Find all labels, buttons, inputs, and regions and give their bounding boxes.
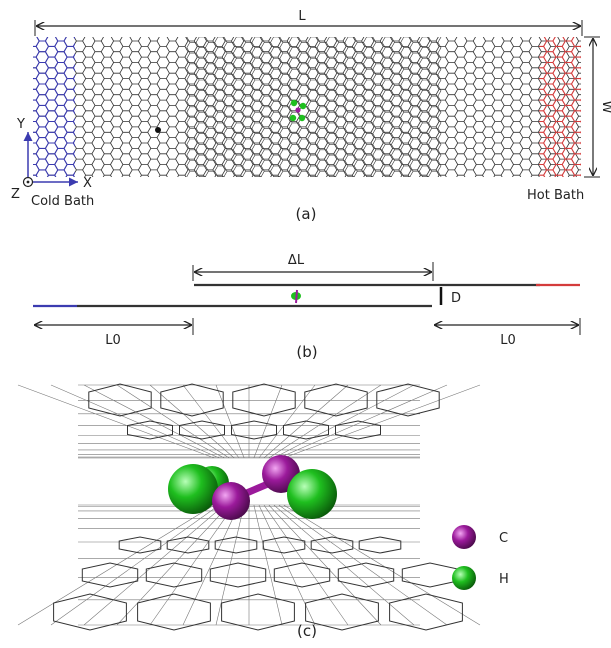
marker-dot (155, 127, 161, 133)
top-graphene-perspective (17, 383, 481, 459)
molecule-top-view (289, 99, 307, 122)
hexagon-cells (539, 37, 581, 177)
bottom-graphene-perspective (17, 504, 481, 631)
panel-b: ΔL D L0 L0 (b) (33, 253, 581, 361)
hexagon-outlines (118, 536, 402, 554)
length-label: L (298, 9, 306, 24)
carbon-atom (212, 482, 250, 520)
axis-z-label: Z (11, 187, 20, 202)
legend-hydrogen-swatch (452, 566, 476, 590)
gap-label: D (451, 291, 461, 306)
hexagon-outlines (127, 420, 381, 440)
cold-bath-label: Cold Bath (31, 194, 94, 209)
hydrogen-atom (168, 464, 218, 514)
hydrogen-atom-top (298, 114, 306, 122)
hot-bath-region (539, 37, 581, 177)
legend-item-hydrogen: H (452, 566, 509, 590)
legend-carbon-label: C (499, 531, 508, 546)
graphene-ribbon-top-view (33, 37, 581, 177)
acetylene-molecule-3d (168, 455, 337, 520)
hexagon-outlines (88, 383, 440, 417)
width-label: W (599, 101, 611, 114)
axis-y-label: Y (16, 117, 25, 132)
left-lead-label: L0 (105, 333, 121, 348)
overlap-region-lattice (186, 37, 442, 177)
hexagon-cells (33, 37, 75, 177)
legend: C H (452, 525, 509, 590)
panel-a-label: (a) (296, 205, 317, 223)
panel-b-label: (b) (296, 343, 317, 361)
z-axis-dot (26, 180, 30, 184)
axis-x-label: X (83, 176, 92, 191)
hydrogen-atom-top (289, 114, 297, 122)
graphene-lattice (33, 37, 581, 177)
legend-hydrogen-label: H (499, 572, 509, 587)
delta-length-label: ΔL (288, 253, 305, 268)
hexagon-cells (33, 37, 581, 177)
panel-c: C H (c) (17, 383, 509, 640)
legend-item-carbon: C (452, 525, 508, 549)
panel-c-label: (c) (297, 622, 317, 640)
molecule-bond-side (295, 289, 298, 304)
hot-bath-label: Hot Bath (527, 188, 584, 203)
panel-a: L W Y X Z (11, 9, 611, 223)
right-lead-label: L0 (500, 333, 516, 348)
molecule-side-view (291, 289, 301, 304)
hydrogen-atom-top (290, 99, 298, 107)
hydrogen-atom-top (299, 102, 307, 110)
coordinate-axes: Y X Z (11, 117, 92, 202)
hexagon-outlines (81, 562, 459, 588)
perspective-grid (17, 384, 481, 459)
hexagon-outlines (53, 593, 463, 631)
hexagon-cells (186, 37, 442, 177)
cold-bath-region (33, 37, 75, 177)
carbon-atom-top (295, 107, 301, 113)
hydrogen-atom (287, 469, 337, 519)
legend-carbon-swatch (452, 525, 476, 549)
